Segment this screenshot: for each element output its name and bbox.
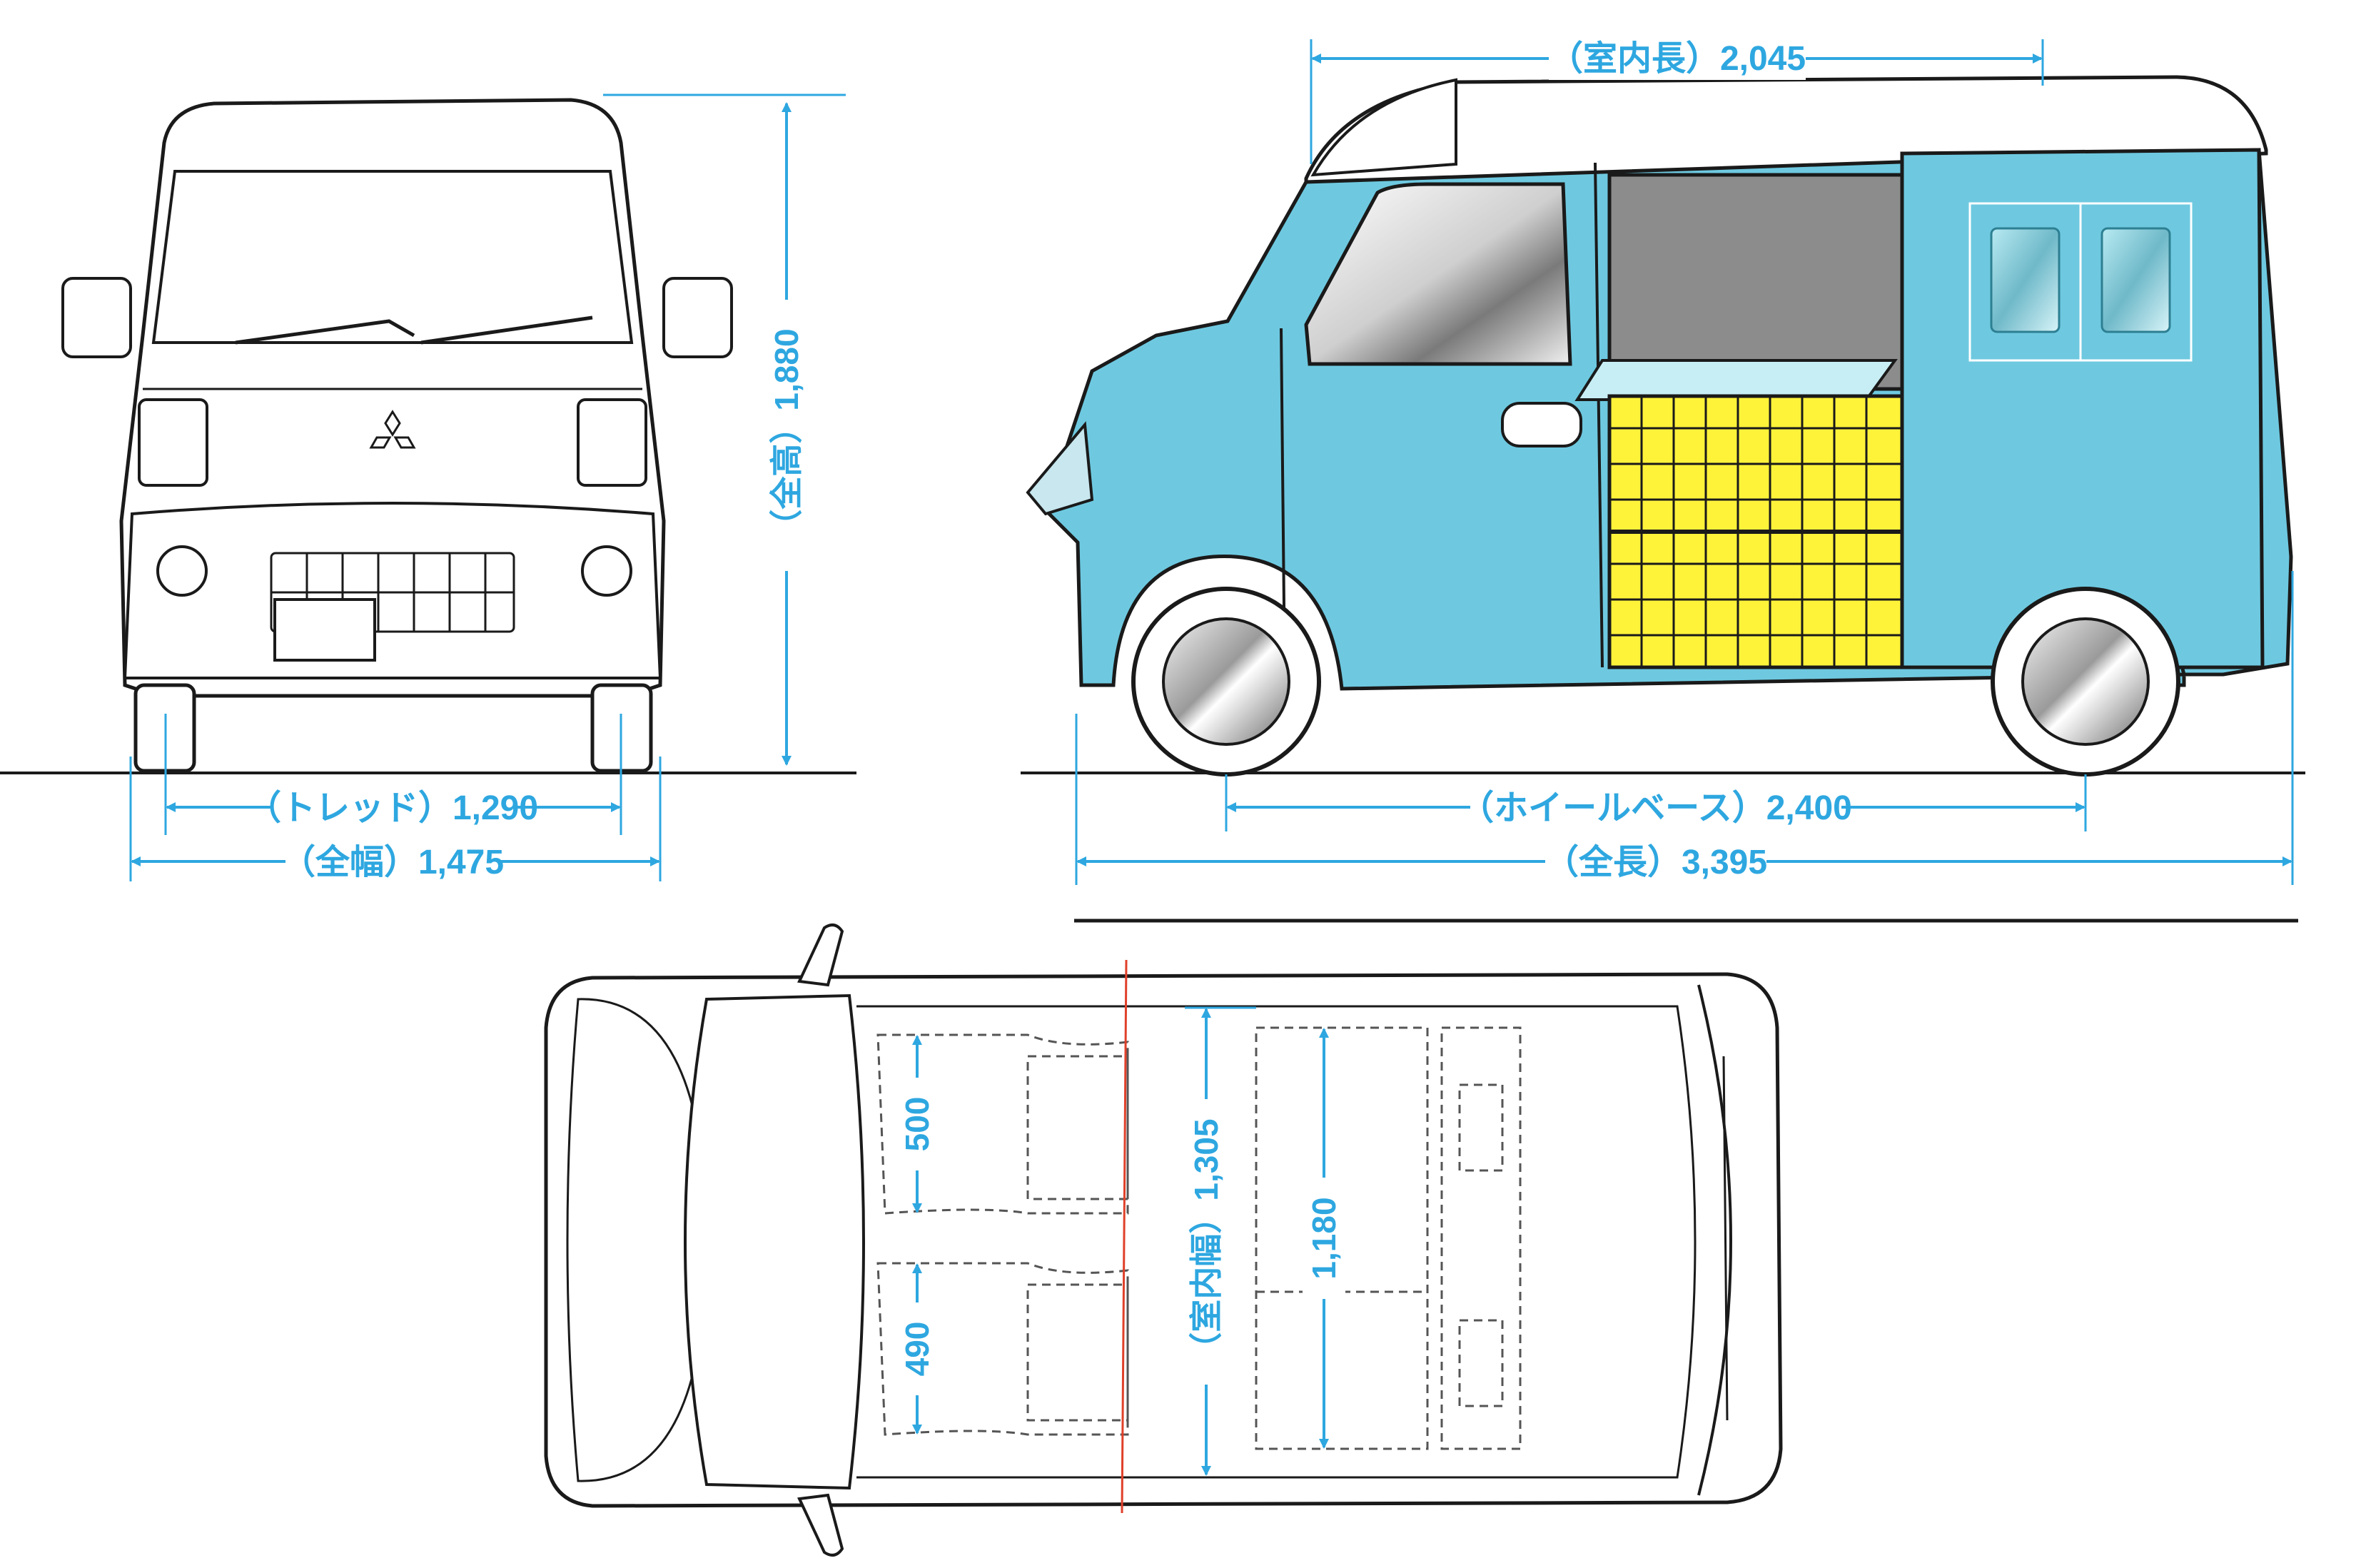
front-view: （全高）1,880 （トレッド）1,290 （全幅）1,475	[0, 93, 856, 884]
front-license-plate	[273, 598, 376, 662]
top-front-seats	[876, 1033, 1129, 1436]
front-bumper	[123, 502, 662, 679]
tread-label: （トレッド）1,290	[247, 789, 538, 827]
top-mirror-lower	[797, 1493, 844, 1557]
side-front-door-line	[1594, 162, 1604, 668]
side-front-door-handle	[1501, 402, 1582, 447]
top-view: 500 490 （室内幅）1,305 1,180	[544, 924, 1783, 1557]
front-height-label: （全高）1,880	[768, 328, 805, 542]
front-wiper	[235, 315, 593, 345]
top-windshield	[684, 993, 865, 1490]
side-opening-interior	[1607, 173, 1904, 391]
front-headlight-left	[138, 398, 208, 487]
top-roof-line	[856, 1005, 1697, 1479]
top-centerline	[1121, 959, 1128, 1514]
side-yellow-shelves	[1607, 394, 1904, 669]
top-mirror-upper	[797, 924, 844, 987]
top-rear	[1697, 984, 1732, 1496]
side-awning	[1574, 359, 1898, 401]
top-hood	[566, 998, 708, 1482]
side-rear-wheel	[1991, 587, 2180, 777]
side-front-wheel	[1131, 587, 1321, 777]
rear-seat-width-label: 1,180	[1305, 1197, 1343, 1279]
side-rear-window-right	[2100, 227, 2171, 333]
width-label: （全幅）1,475	[281, 843, 504, 881]
side-headlight	[1026, 421, 1094, 516]
side-roof-spoiler	[1310, 78, 1457, 177]
front-mirror-right	[662, 277, 733, 358]
side-view: （室内長）2,045 （ホイールベース）2,400 （全長）3,395	[1021, 36, 2305, 923]
side-rear-window-left	[1990, 227, 2061, 333]
front-headlight-right	[577, 398, 647, 487]
length-label: （全長）3,395	[1544, 843, 1767, 881]
side-front-window	[1304, 182, 1572, 366]
interior-width-label: （室内幅）1,305	[1188, 1118, 1225, 1365]
mitsubishi-logo	[369, 410, 416, 449]
front-seat-width-label: 500	[899, 1097, 936, 1152]
wheelbase-label: （ホイールベース）2,400	[1460, 789, 1852, 827]
front-foglight-left	[156, 545, 208, 597]
interior-length-label: （室内長）2,045	[1549, 40, 1806, 78]
front-foglight-right	[581, 545, 632, 597]
front-windshield	[151, 170, 634, 344]
front-mirror-left	[61, 277, 132, 358]
front-seat2-width-label: 490	[899, 1322, 936, 1377]
